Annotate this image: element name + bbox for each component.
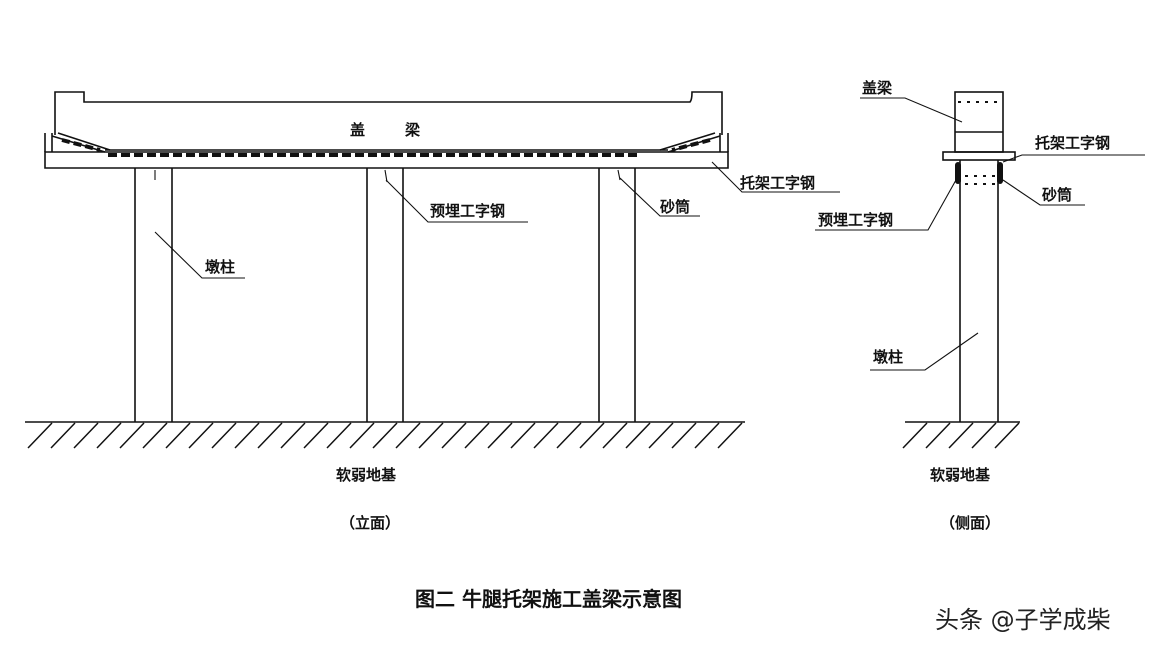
leader <box>815 179 957 231</box>
hatch-line <box>142 422 168 449</box>
bolt-row-right <box>671 138 711 152</box>
hatch-line <box>556 422 582 449</box>
ground-hatch <box>27 422 743 449</box>
sand-cylinder-right <box>997 162 1003 184</box>
hatch-line <box>326 422 352 449</box>
side-cap-beam-label: 盖梁 <box>862 79 893 97</box>
hatch-line <box>510 422 536 449</box>
leader <box>1002 179 1085 206</box>
hatch-line <box>579 422 605 449</box>
hatch-line <box>694 422 720 449</box>
side-view-label: （侧面） <box>940 514 1000 532</box>
hatch-line <box>925 422 951 449</box>
front-view: 盖 梁 托架工字钢 预埋工字钢 砂筒 墩柱 软弱地基 （立面） <box>25 91 840 532</box>
leader <box>711 161 840 193</box>
figure-caption: 图二 牛腿托架施工盖梁示意图 <box>415 587 682 611</box>
hatch-line <box>902 422 928 449</box>
side-embedded-label: 预埋工字钢 <box>818 211 893 229</box>
hatch-line <box>96 422 122 449</box>
hatch-line <box>441 422 467 449</box>
hatch-line <box>948 422 974 449</box>
hatch-line <box>671 422 697 449</box>
side-pier <box>959 160 999 422</box>
hatch-line <box>533 422 559 449</box>
leader <box>860 97 963 123</box>
watermark: 头条 @子学成柴 <box>935 606 1111 634</box>
hatch-line <box>487 422 513 449</box>
cap-beam-label: 盖 <box>350 121 365 139</box>
side-bracket-label: 托架工字钢 <box>1035 134 1110 152</box>
embedded-beam-label: 预埋工字钢 <box>430 202 505 220</box>
pier-label: 墩柱 <box>205 258 235 276</box>
leader <box>154 231 245 279</box>
hatch-line <box>27 422 53 449</box>
hatch-line <box>648 422 674 449</box>
hatch-line <box>971 422 997 449</box>
hatch-line <box>211 422 237 449</box>
hatch-line <box>625 422 651 449</box>
sand-cylinder-label: 砂筒 <box>660 198 690 216</box>
sand-cylinder-left <box>955 162 961 184</box>
hatch-line <box>994 422 1020 449</box>
hatch-line <box>257 422 283 449</box>
hatch-line <box>464 422 490 449</box>
hatch-line <box>50 422 76 449</box>
leader <box>1002 154 1145 163</box>
bracket-beam <box>44 151 729 169</box>
hatch-line <box>188 422 214 449</box>
side-ground-label: 软弱地基 <box>930 466 991 484</box>
side-sand-label: 砂筒 <box>1042 186 1072 204</box>
hatch-line <box>395 422 421 449</box>
side-view: 盖梁 托架工字钢 砂筒 预埋工字钢 墩柱 软弱地基 （侧面） <box>815 79 1145 532</box>
bracket-beam-label: 托架工字钢 <box>740 174 815 192</box>
leader <box>385 179 528 223</box>
hatch-line <box>303 422 329 449</box>
side-pier-label: 墩柱 <box>873 348 903 366</box>
hatch-line <box>165 422 191 449</box>
leader <box>619 177 700 217</box>
hatch-line <box>418 422 444 449</box>
sloped-braces <box>51 132 721 153</box>
hatch-line <box>119 422 145 449</box>
bolt-row-left <box>61 138 101 152</box>
front-view-label: （立面） <box>340 514 400 532</box>
pier-columns <box>134 168 636 422</box>
ground-label: 软弱地基 <box>336 466 397 484</box>
side-ground-hatch <box>902 422 1020 449</box>
cap-beam-outline <box>54 91 723 135</box>
hatch-line <box>372 422 398 449</box>
hatch-line <box>234 422 260 449</box>
hatch-line <box>73 422 99 449</box>
hatch-line <box>717 422 743 449</box>
hatch-line <box>602 422 628 449</box>
side-bracket-plate <box>942 151 1016 161</box>
leader <box>870 332 979 371</box>
end-plates <box>44 133 729 152</box>
hatch-line <box>349 422 375 449</box>
cap-beam-label-2: 梁 <box>404 121 421 139</box>
sand-cylinders <box>154 169 621 183</box>
hatch-line <box>280 422 306 449</box>
